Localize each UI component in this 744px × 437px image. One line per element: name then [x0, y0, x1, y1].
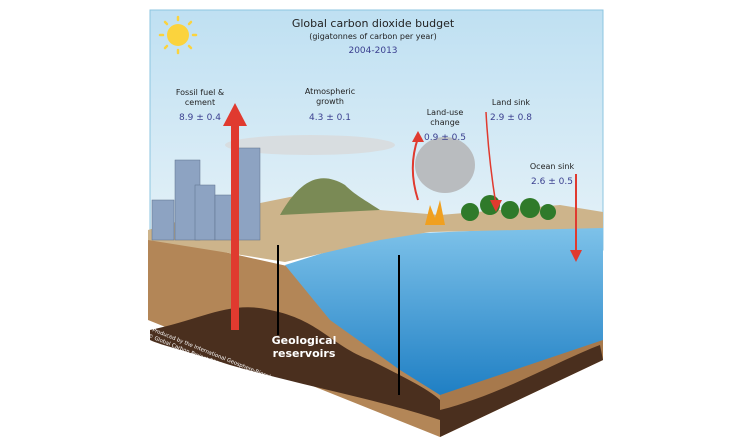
land-sink-arrowhead: [490, 200, 502, 212]
smoke-cloud: [415, 137, 475, 193]
fossil-label-2: cement: [185, 98, 215, 107]
mountain: [280, 178, 380, 215]
landsink-label: Land sink: [492, 98, 531, 107]
fossil-value: 8.9 ± 0.4: [179, 113, 221, 123]
land-use-arrowhead: [412, 131, 424, 142]
atmospheric-label-1: Atmospheric: [305, 87, 355, 96]
geological-label-1: Geological: [272, 334, 337, 347]
atmospheric-label-2: growth: [316, 97, 344, 106]
geological-label-2: reservoirs: [273, 347, 336, 360]
fossil-fuel-arrow: [223, 103, 247, 330]
atmospheric-value: 4.3 ± 0.1: [309, 113, 351, 123]
deep-layer-right: [440, 345, 603, 437]
cloud: [225, 135, 395, 155]
diagram-subtitle: (gigatonnes of carbon per year): [309, 32, 436, 41]
diagram-title: Global carbon dioxide budget: [292, 17, 455, 30]
landsink-value: 2.9 ± 0.8: [490, 113, 532, 123]
fire-icon: [425, 200, 445, 225]
geological-reservoir-layer: [150, 307, 440, 420]
sun-icon: [158, 15, 198, 55]
oceansink-value: 2.6 ± 0.5: [531, 177, 573, 187]
landuse-label-1: Land-use: [427, 108, 464, 117]
ocean: [285, 225, 603, 395]
landuse-value: 0.9 ± 0.5: [424, 133, 466, 143]
land-use-arrow: [411, 137, 419, 201]
landuse-label-2: change: [430, 118, 460, 127]
diagram-period: 2004-2013: [348, 46, 397, 56]
ocean-sink-arrowhead: [570, 250, 582, 262]
land-sink-arrow: [485, 111, 497, 206]
fossil-label-1: Fossil fuel &: [176, 88, 224, 97]
oceansink-label: Ocean sink: [530, 162, 575, 171]
